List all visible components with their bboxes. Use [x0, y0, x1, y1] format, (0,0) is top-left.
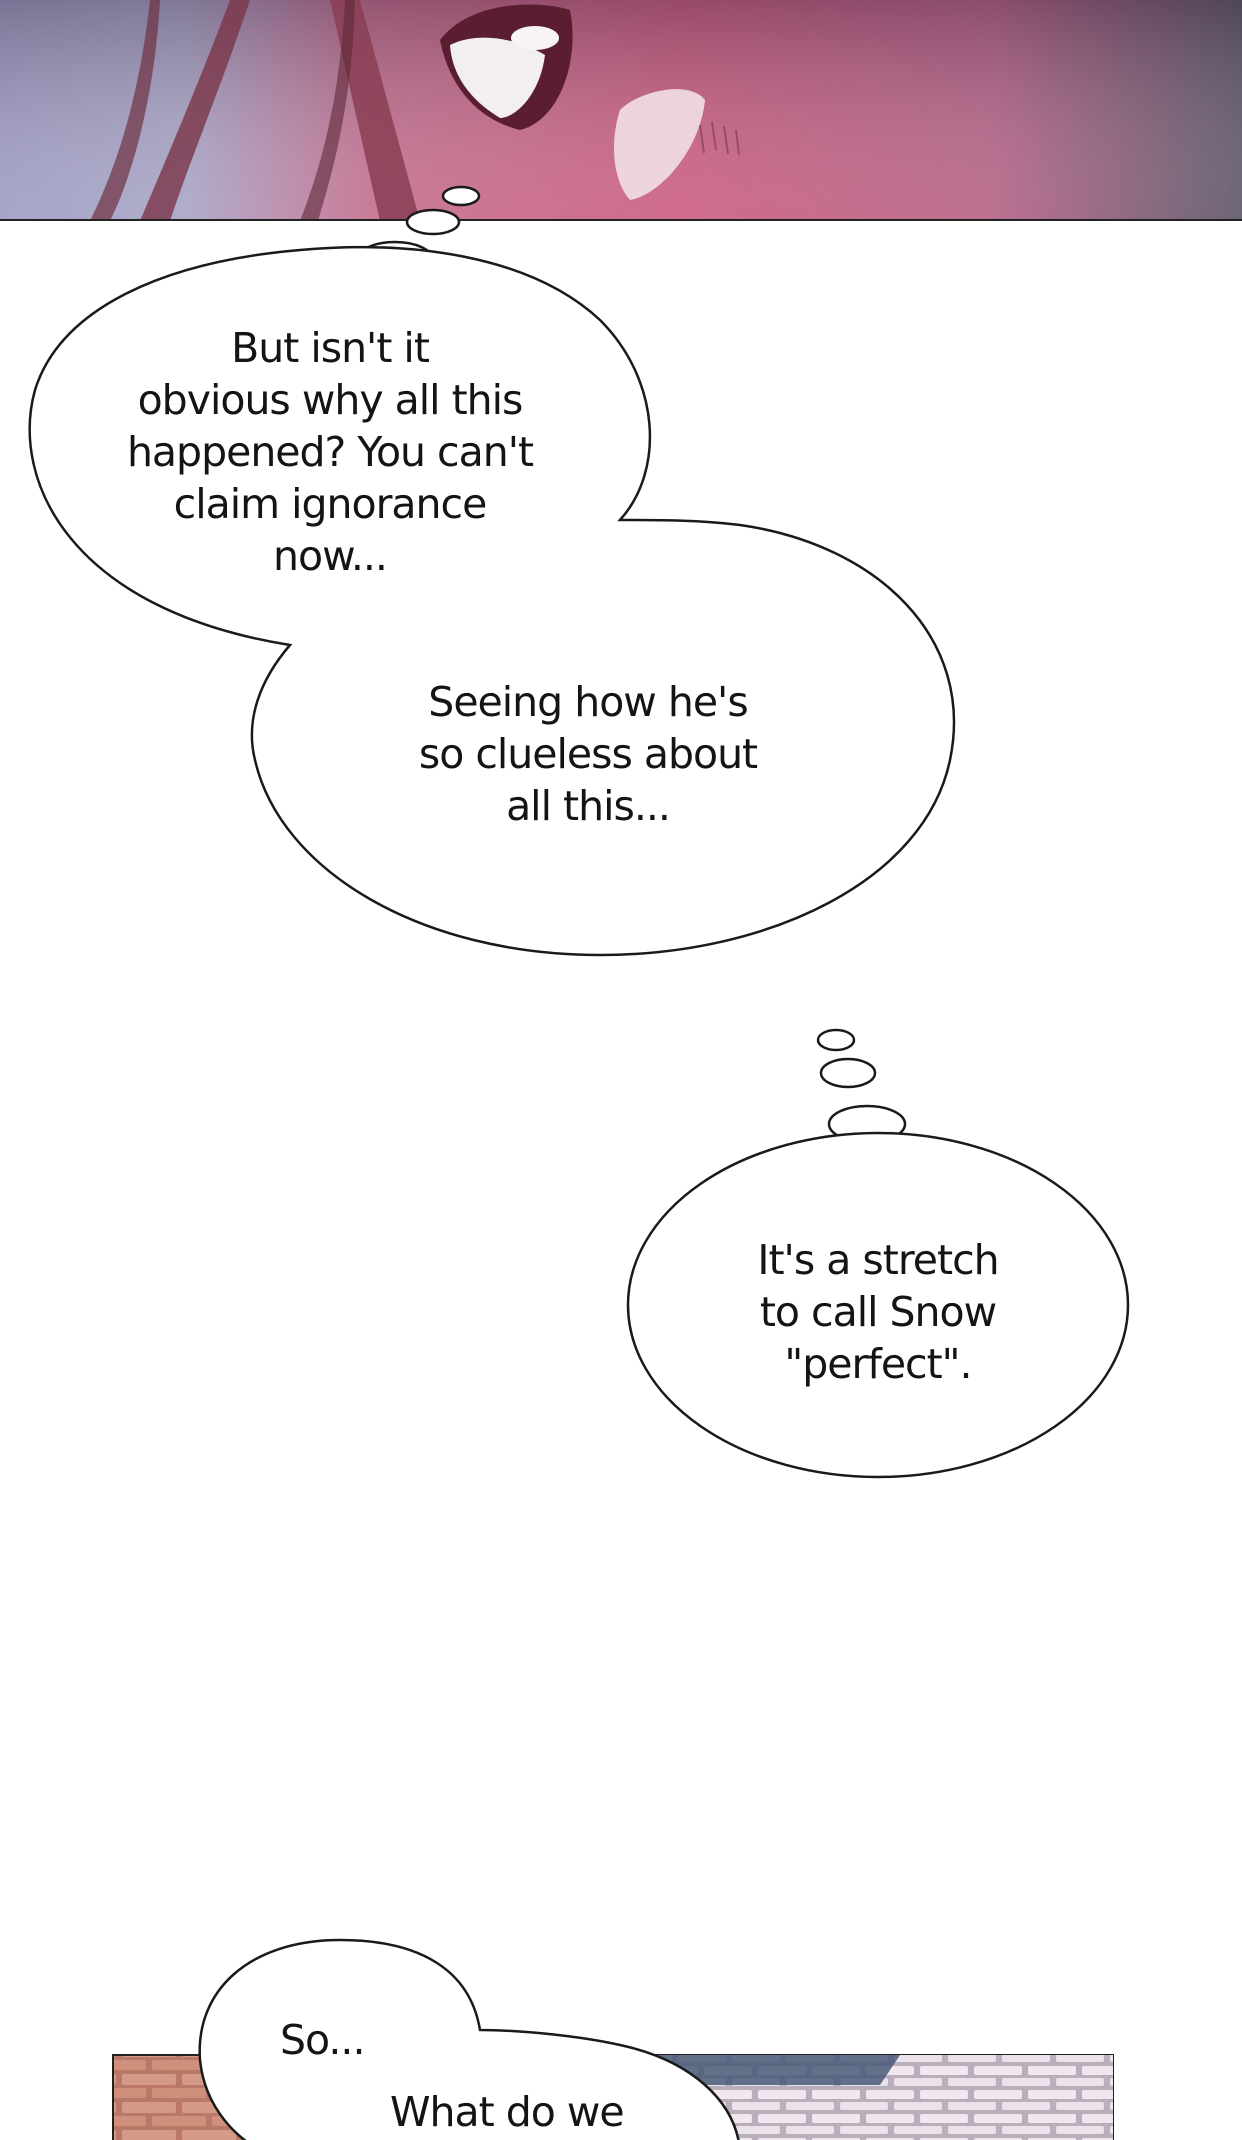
thought-bubble-3 [626, 1028, 1130, 1479]
tooth-highlight [511, 26, 559, 50]
thought-3-text: It's a stretch to call Snow "perfect". [757, 1236, 999, 1388]
thought-2-text: Seeing how he's so clueless about all th… [418, 678, 758, 830]
thought-tail-dot [405, 208, 461, 236]
thought-bubble-1 [28, 185, 956, 957]
cheek-highlight [614, 89, 705, 200]
blush-lines [699, 121, 740, 156]
thought-tail-dot [441, 185, 481, 207]
speech-2-text: What do we [390, 2088, 625, 2136]
thought-tail-dot [816, 1028, 856, 1052]
speech-1-text: So... [280, 2016, 366, 2064]
thought-tail-dot [819, 1057, 877, 1089]
thought-bubble-3-shape [626, 1131, 1130, 1479]
speech-bubble-shape [198, 1938, 740, 2140]
speech-bubble-group [198, 1938, 740, 2140]
hair-strand [140, 0, 250, 221]
hair-strand [330, 0, 420, 221]
hair-strand [90, 0, 160, 221]
hair-strand [300, 0, 355, 221]
thought-1-text: But isn't it obvious why all this happen… [126, 324, 534, 580]
teeth [450, 37, 545, 118]
top-panel [0, 0, 1242, 221]
thought-bubble-1-shape [28, 245, 956, 957]
